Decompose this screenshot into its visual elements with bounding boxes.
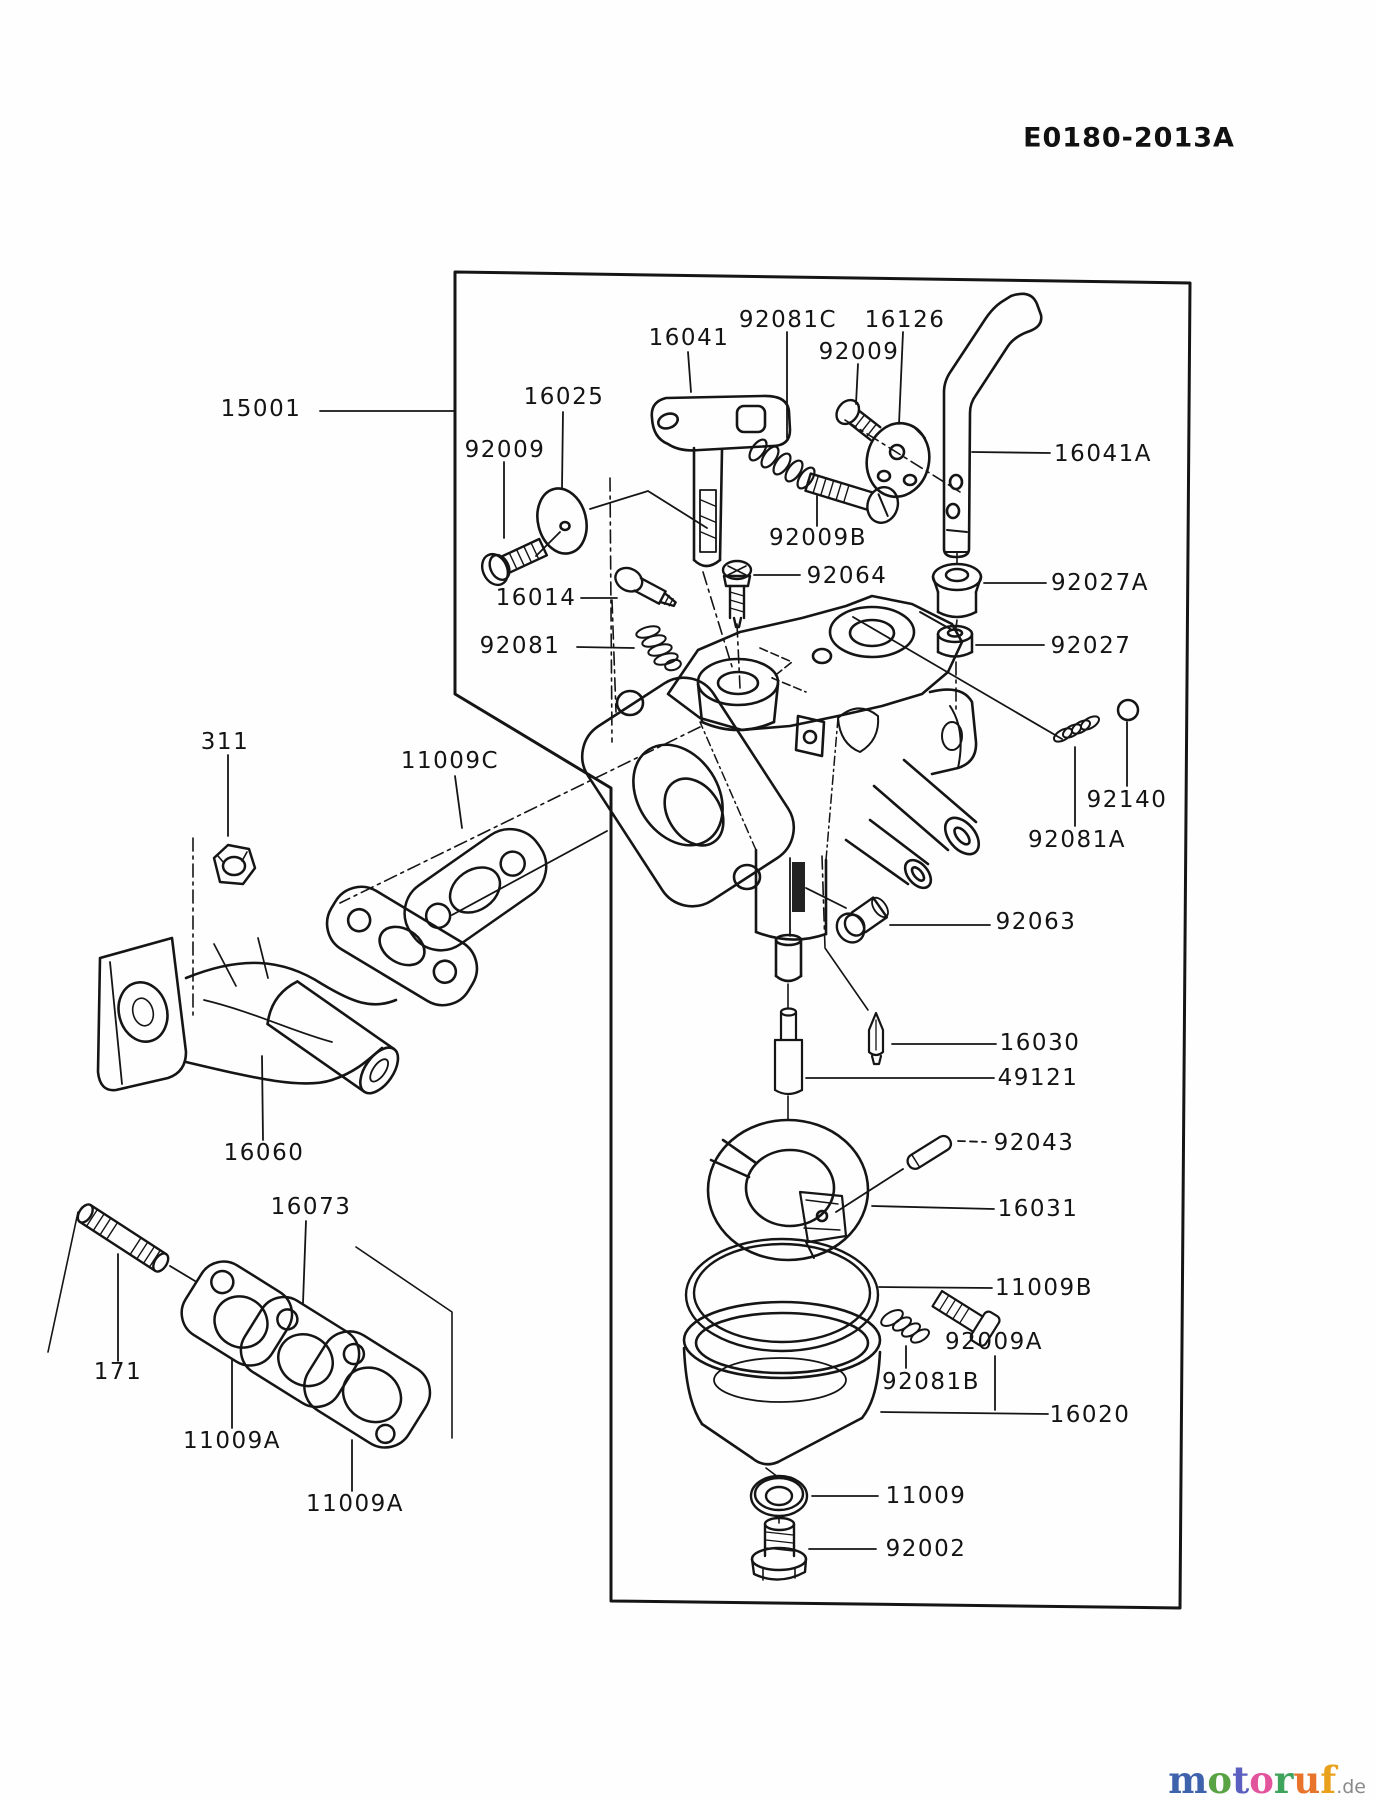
plate-16126-drawing <box>865 421 931 499</box>
part-label-16060: 16060 <box>223 1140 305 1166</box>
part-label-92027a: 92027A <box>1051 570 1149 596</box>
part-label-16073: 16073 <box>270 1194 352 1220</box>
logo-letter: f <box>1320 1758 1337 1800</box>
part-label-171: 171 <box>93 1359 143 1385</box>
part-label-92009-left: 92009 <box>464 437 546 463</box>
gasket-11009a-1-drawing <box>180 1260 294 1367</box>
part-label-92009-top: 92009 <box>818 339 900 365</box>
spring-92081b-drawing <box>880 1309 931 1344</box>
stud-171-drawing <box>76 1203 170 1273</box>
gasket-11009a-2-drawing <box>303 1330 432 1449</box>
grommet-92027a-drawing <box>931 562 983 619</box>
leader-lines <box>117 331 1128 1550</box>
throttle-arm-16041-drawing <box>650 394 792 568</box>
screw-92009-left-drawing <box>480 537 549 587</box>
diagram-border-box <box>453 270 1192 1610</box>
screw-92009b-drawing <box>804 472 900 524</box>
part-label-11009: 11009 <box>885 1483 967 1509</box>
part-label-92063: 92063 <box>995 909 1077 935</box>
part-label-16126: 16126 <box>864 307 946 333</box>
document-code: E0180-2013A <box>1023 122 1235 154</box>
nut-311-drawing <box>212 843 257 886</box>
part-label-16020: 16020 <box>1049 1402 1131 1428</box>
spring-92081c-drawing <box>748 438 816 490</box>
screw-92009-top-drawing <box>835 398 882 442</box>
part-label-16041: 16041 <box>648 325 730 351</box>
part-label-11009c: 11009C <box>400 748 500 774</box>
part-label-92043: 92043 <box>993 1130 1075 1156</box>
manifold-16060-drawing <box>96 885 479 1095</box>
part-label-92027: 92027 <box>1050 633 1132 659</box>
screw-92009a-drawing <box>931 1289 1001 1347</box>
part-label-16041a: 16041A <box>1054 441 1152 467</box>
spring-92081-drawing <box>635 625 682 672</box>
bowl-16020-drawing <box>682 1300 882 1466</box>
part-label-92064: 92064 <box>806 563 888 589</box>
part-label-49121: 49121 <box>997 1065 1079 1091</box>
logo-letter: o <box>1249 1758 1274 1800</box>
carburetor-body-drawing <box>580 594 981 983</box>
part-label-92081: 92081 <box>479 633 561 659</box>
logo-letter: u <box>1293 1758 1321 1800</box>
part-label-311: 311 <box>200 729 250 755</box>
part-label-16030: 16030 <box>999 1030 1081 1056</box>
washer-11009-drawing <box>749 1474 809 1518</box>
disc-16025-drawing <box>536 487 588 555</box>
construction-lines <box>192 419 961 1017</box>
part-label-92081a: 92081A <box>1028 827 1126 853</box>
part-label-15001: 15001 <box>220 396 302 422</box>
gasket-11009c-drawing <box>403 827 548 952</box>
part-label-11009a-1: 11009A <box>183 1428 281 1454</box>
part-label-92140: 92140 <box>1086 787 1168 813</box>
part-label-92002: 92002 <box>885 1536 967 1562</box>
logo-letter: m <box>1168 1758 1208 1800</box>
oring-11009b-drawing <box>684 1237 880 1353</box>
part-label-16025: 16025 <box>523 384 605 410</box>
spring-92081a-drawing <box>1052 715 1101 743</box>
part-label-11009a-2: 11009A <box>306 1491 404 1517</box>
part-label-92081b: 92081B <box>882 1369 980 1395</box>
part-label-11009b: 11009B <box>995 1275 1093 1301</box>
needle-16030-drawing <box>867 1011 885 1066</box>
logo-letter: o <box>1207 1758 1233 1800</box>
logo-tld: .de <box>1336 1776 1366 1798</box>
plug-92002-drawing <box>750 1516 808 1581</box>
logo-letter: t <box>1232 1758 1250 1800</box>
float-16031-drawing <box>706 1118 870 1262</box>
pin-92043-drawing <box>906 1134 953 1171</box>
jet-49121-drawing <box>773 1007 804 1096</box>
screw-16014-drawing <box>614 566 677 608</box>
logo-letter: r <box>1273 1758 1294 1800</box>
screw-92063-drawing <box>835 896 889 944</box>
lever-16041a-drawing <box>942 292 1043 559</box>
screw-92064-drawing <box>721 559 753 629</box>
part-label-92009a: 92009A <box>945 1329 1043 1355</box>
motoruf-watermark-logo: motoruf.de <box>1168 1758 1366 1800</box>
ball-92140-drawing <box>1116 698 1140 722</box>
part-label-92081c: 92081C <box>738 307 838 333</box>
part-label-16014: 16014 <box>495 585 577 611</box>
insulator-16073-drawing <box>239 1295 361 1409</box>
part-label-92009b: 92009B <box>769 525 867 551</box>
part-label-16031: 16031 <box>997 1196 1079 1222</box>
